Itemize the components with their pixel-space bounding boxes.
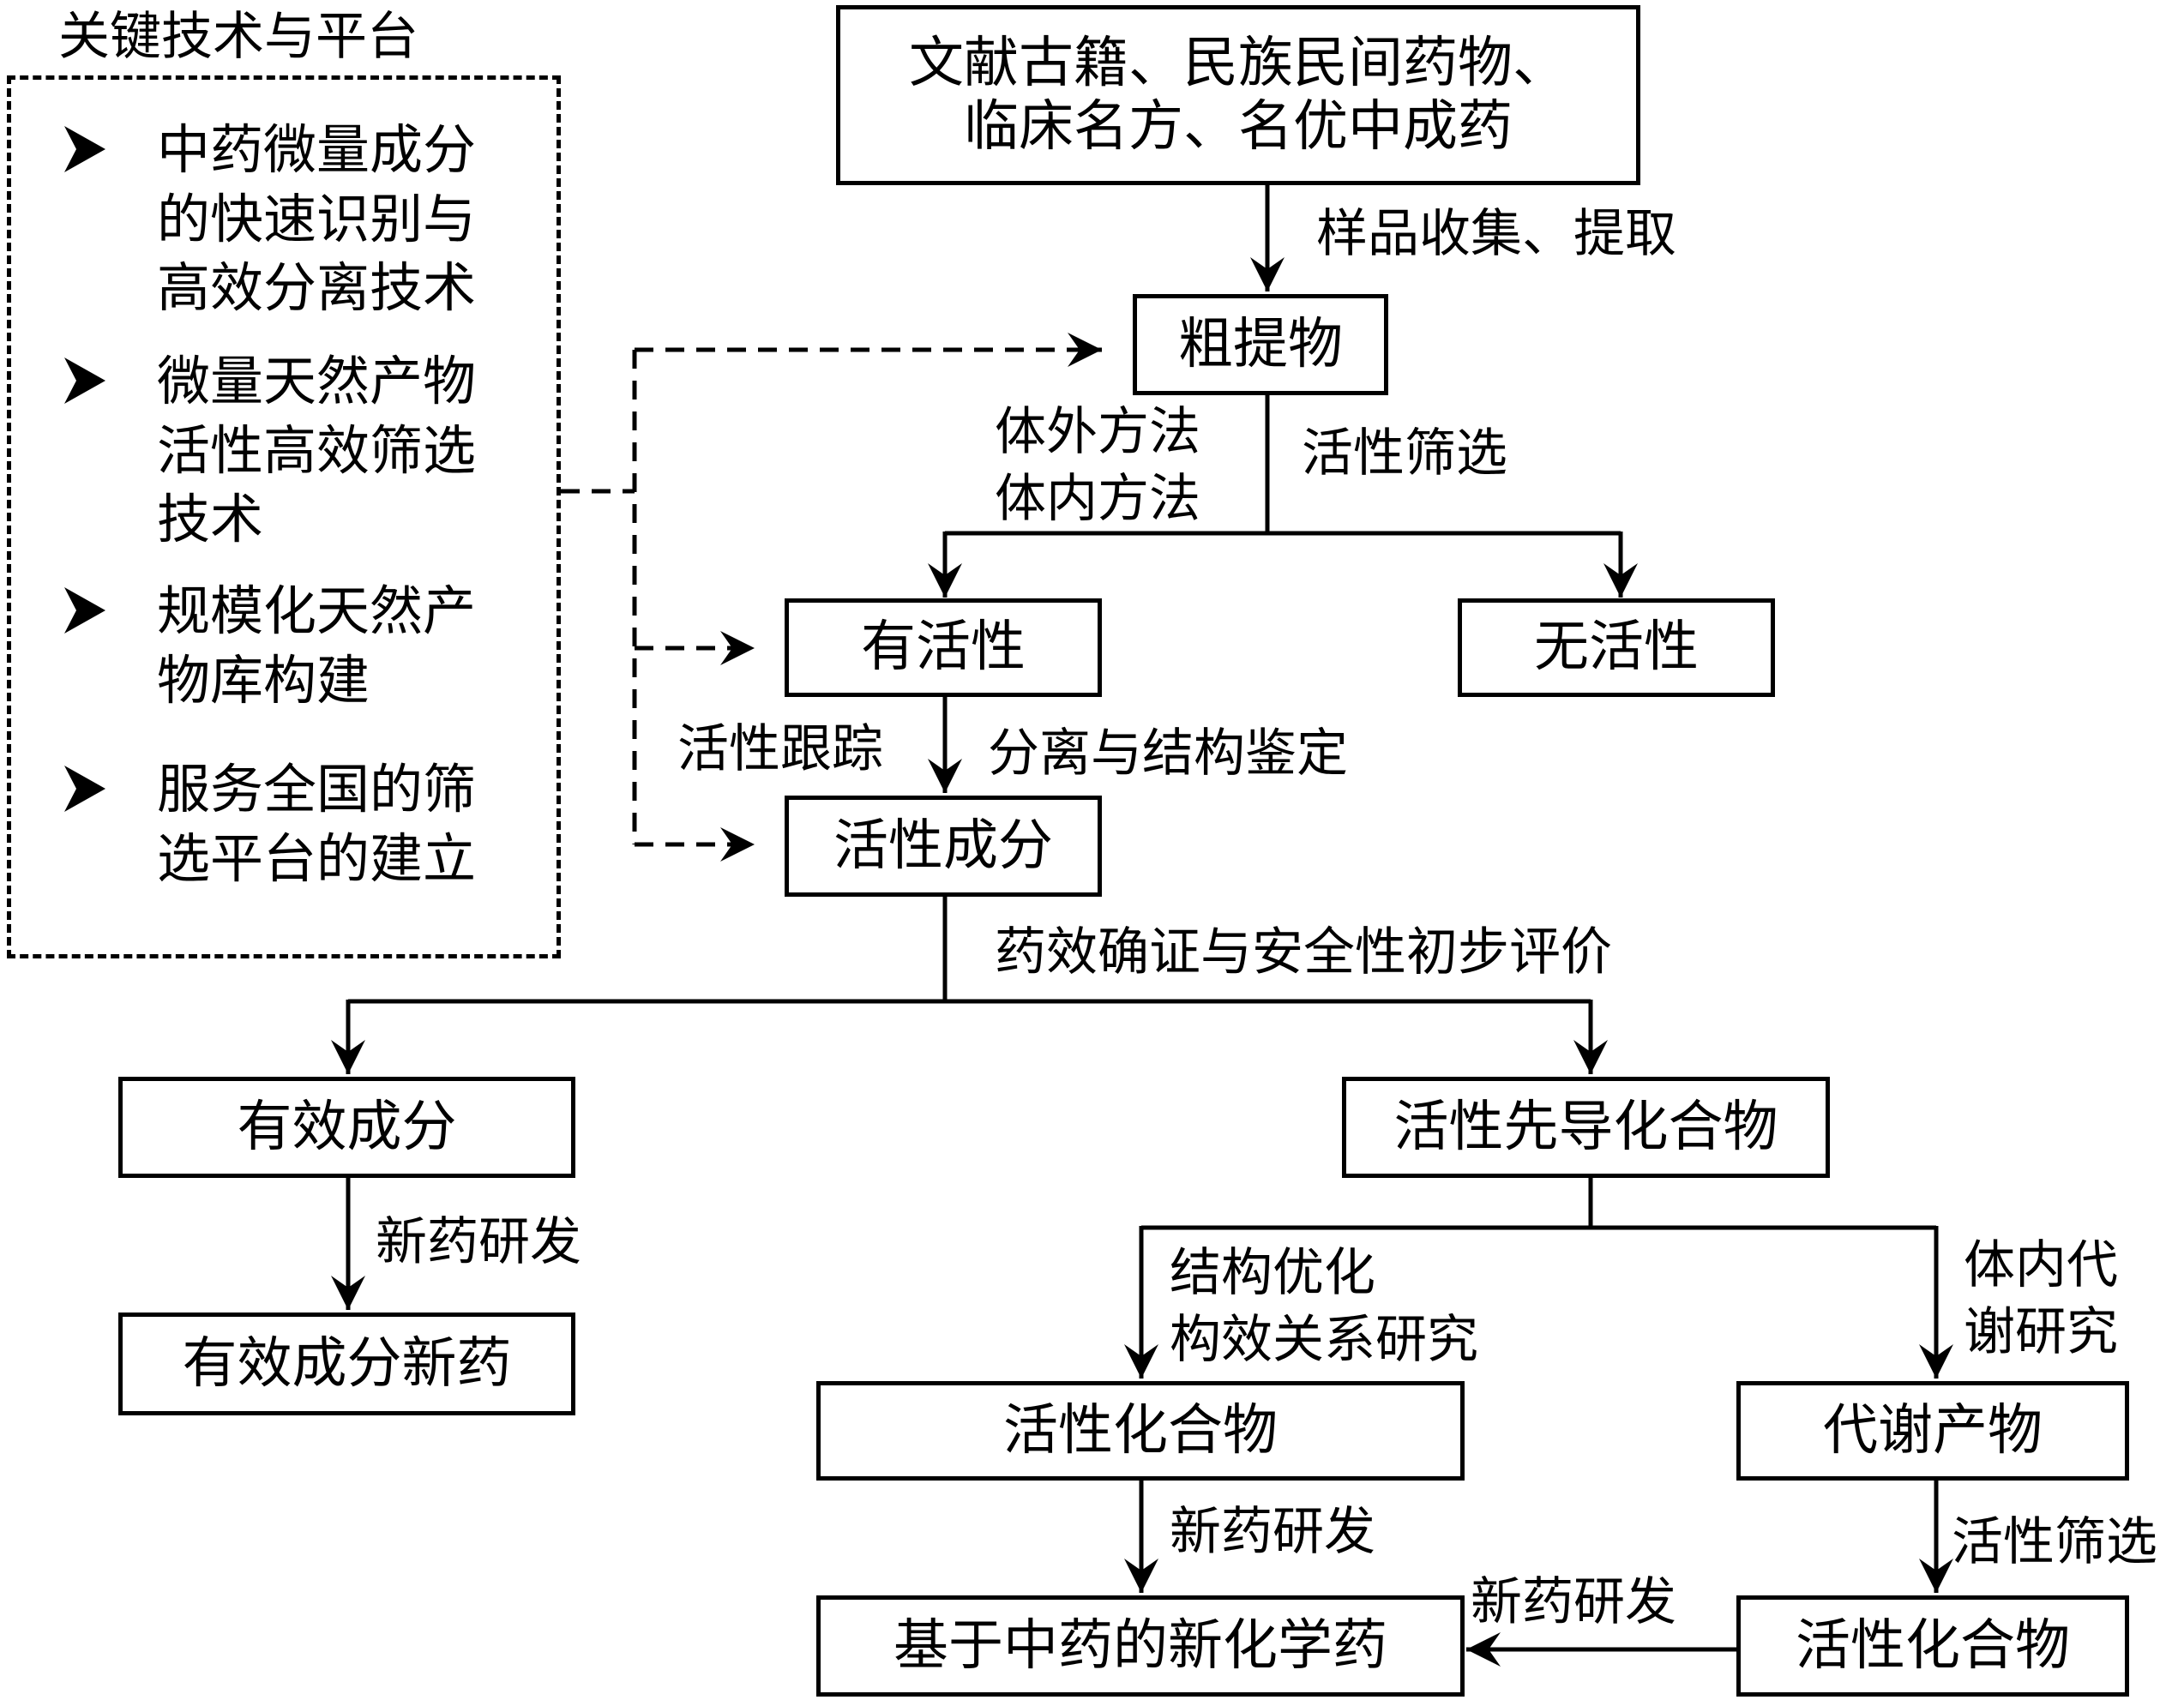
node-source: 文献古籍、民族民间药物、 临床名方、名优中成药 bbox=[836, 5, 1640, 185]
arrowhead-bullet-icon bbox=[64, 126, 105, 172]
label-new-drug-rd-2: 新药研发 bbox=[1170, 1502, 1375, 1562]
node-active-components: 活性成分 bbox=[785, 796, 1102, 897]
label-efficacy: 药效确证与安全性初步评价 bbox=[995, 922, 1612, 982]
tech-item-text: 规模化天然产 物库构建 bbox=[157, 580, 477, 712]
node-lead-compounds: 活性先导化合物 bbox=[1342, 1077, 1830, 1178]
label-separation: 分离与结构鉴定 bbox=[988, 724, 1348, 784]
node-active-compounds-2: 活性化合物 bbox=[1736, 1595, 2129, 1697]
label-new-drug-rd-3: 新药研发 bbox=[1471, 1572, 1676, 1632]
label-activity-screening-1: 活性筛选 bbox=[1302, 423, 1507, 484]
label-activity-screening-2: 活性筛选 bbox=[1952, 1512, 2157, 1572]
arrowhead-bullet-icon bbox=[64, 587, 105, 634]
label-structure-optimization: 结构优化 构效关系研究 bbox=[1170, 1243, 1478, 1370]
node-new-drug-effective: 有效成分新药 bbox=[118, 1313, 575, 1415]
node-effective-components: 有效成分 bbox=[118, 1077, 575, 1178]
label-activity-tracking: 活性跟踪 bbox=[677, 719, 883, 779]
tech-item-text: 微量天然产物 活性高效筛选 技术 bbox=[157, 350, 477, 551]
node-new-chemical-drug: 基于中药的新化学药 bbox=[816, 1595, 1465, 1697]
arrowhead-bullet-icon bbox=[64, 766, 105, 812]
node-inactive: 无活性 bbox=[1458, 598, 1775, 697]
node-crude-extract: 粗提物 bbox=[1133, 294, 1388, 395]
tech-item-text: 服务全国的筛 选平台的建立 bbox=[157, 758, 477, 890]
arrowhead-bullet-icon bbox=[64, 357, 105, 404]
tech-item-text: 中药微量成分 的快速识别与 高效分离技术 bbox=[157, 118, 477, 320]
label-in-vivo-metabolism: 体内代 谢研究 bbox=[1964, 1235, 2118, 1362]
label-sample-collection: 样品收集、提取 bbox=[1316, 204, 1676, 264]
node-active: 有活性 bbox=[785, 598, 1102, 697]
label-new-drug-rd-1: 新药研发 bbox=[376, 1212, 581, 1272]
node-metabolites: 代谢产物 bbox=[1736, 1381, 2129, 1481]
label-methods: 体外方法 体内方法 bbox=[995, 402, 1200, 529]
node-active-compounds-1: 活性化合物 bbox=[816, 1381, 1465, 1481]
tech-panel: 中药微量成分 的快速识别与 高效分离技术 微量天然产物 活性高效筛选 技术 规模… bbox=[7, 75, 561, 958]
sidebar-title: 关键技术与平台 bbox=[58, 7, 418, 67]
